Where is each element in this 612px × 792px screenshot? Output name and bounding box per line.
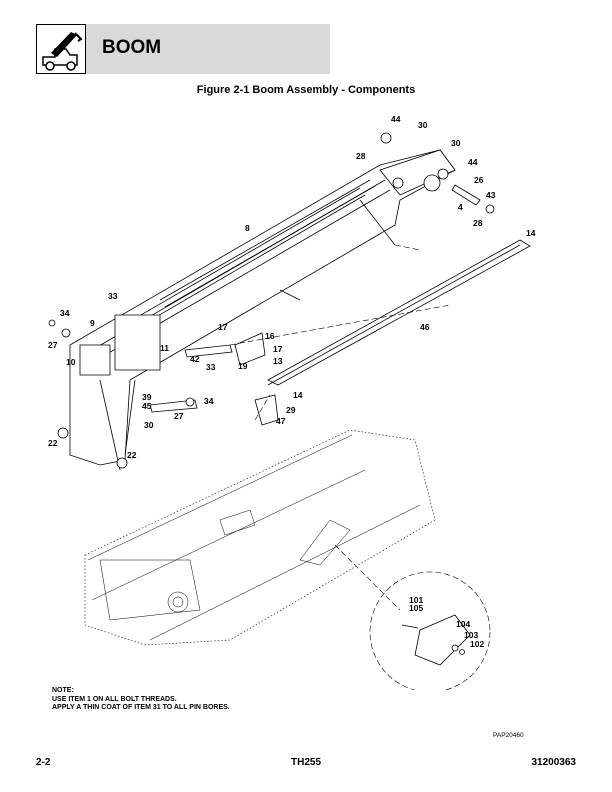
note-heading: NOTE: xyxy=(52,687,74,694)
callout: 27 xyxy=(174,411,184,421)
callout: 22 xyxy=(48,438,58,448)
callout: 39 xyxy=(142,392,152,402)
callout: 33 xyxy=(108,291,118,301)
section-title: BOOM xyxy=(102,37,162,58)
figure-title: Figure 2-1 Boom Assembly - Components xyxy=(196,84,416,96)
boom-upper-view xyxy=(48,132,531,471)
callout: 9 xyxy=(90,318,95,328)
callout: 28 xyxy=(473,218,483,228)
callout: 44 xyxy=(468,157,478,167)
callout: 14 xyxy=(526,228,536,238)
callout: 17 xyxy=(273,344,283,354)
callout: 8 xyxy=(245,223,250,233)
callout: 103 xyxy=(464,630,478,640)
callout-labels: 44 30 28 30 44 26 43 4 28 14 8 33 34 9 2… xyxy=(48,114,536,649)
boom-assembly-drawing: 44 30 28 30 44 26 43 4 28 14 8 33 34 9 2… xyxy=(48,114,536,690)
model-name: TH255 xyxy=(290,757,321,768)
callout: 105 xyxy=(409,603,423,613)
section-header: BOOM xyxy=(36,24,330,74)
callout: 34 xyxy=(60,308,70,318)
callout: 30 xyxy=(144,420,154,430)
callout: 16 xyxy=(265,331,275,341)
detail-circle-view xyxy=(369,571,491,690)
note-line: APPLY A THIN COAT OF ITEM 31 TO ALL PIN … xyxy=(52,704,230,711)
callout: 43 xyxy=(486,190,496,200)
callout: 45 xyxy=(142,401,152,411)
callout: 14 xyxy=(293,390,303,400)
callout: 22 xyxy=(127,450,137,460)
callout: 47 xyxy=(276,416,286,426)
callout: 19 xyxy=(238,361,248,371)
callout: 101 xyxy=(409,595,423,605)
callout: 28 xyxy=(356,151,366,161)
document-number: 31200363 xyxy=(531,757,577,768)
callout: 13 xyxy=(273,356,283,366)
figure-reference-code: PAP20460 xyxy=(493,732,524,739)
callout: 29 xyxy=(286,405,296,415)
callout: 42 xyxy=(190,354,200,364)
assembly-note: NOTE: USE ITEM 1 ON ALL BOLT THREADS. AP… xyxy=(52,687,230,713)
callout: 27 xyxy=(48,340,58,350)
callout: 26 xyxy=(474,175,484,185)
boom-lower-view xyxy=(84,429,436,646)
callout: 4 xyxy=(458,202,463,212)
callout: 46 xyxy=(420,322,430,332)
callout: 104 xyxy=(456,619,470,629)
page-number: 2-2 xyxy=(36,757,51,768)
callout: 10 xyxy=(66,357,76,367)
telehandler-boom-icon xyxy=(36,24,86,74)
callout: 33 xyxy=(206,362,216,372)
note-line: USE ITEM 1 ON ALL BOLT THREADS. xyxy=(52,695,177,703)
callout: 102 xyxy=(470,639,484,649)
callout: 30 xyxy=(451,138,461,148)
callout: 11 xyxy=(160,343,169,353)
callout: 30 xyxy=(418,120,428,130)
callout: 34 xyxy=(204,396,214,406)
callout: 17 xyxy=(218,322,228,332)
callout: 44 xyxy=(391,114,401,124)
